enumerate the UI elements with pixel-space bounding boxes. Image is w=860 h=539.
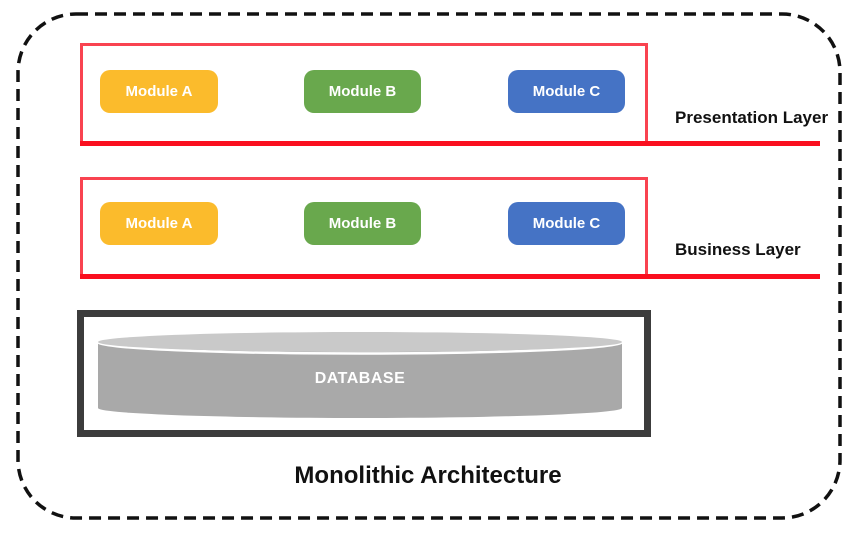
- diagram-title: Monolithic Architecture: [294, 462, 562, 489]
- module-box: Module A: [100, 70, 218, 113]
- module-label: Module C: [532, 83, 601, 100]
- presentation-layer-box: Module A Module B Module C: [80, 43, 648, 145]
- business-layer-underline: [80, 274, 820, 279]
- business-layer-label: Business Layer: [675, 240, 801, 259]
- module-box: Module C: [508, 70, 625, 113]
- module-box: Module B: [304, 202, 421, 245]
- module-label: Module A: [125, 83, 193, 100]
- module-box: Module C: [508, 202, 625, 245]
- presentation-layer-label: Presentation Layer: [675, 108, 829, 127]
- module-label: Module B: [328, 215, 397, 232]
- module-label: Module B: [328, 83, 397, 100]
- module-label: Module A: [125, 215, 193, 232]
- dashed-boundary-rect: [16, 12, 842, 520]
- business-layer-box: Module A Module B Module C: [80, 177, 648, 278]
- cylinder-lid: [98, 332, 622, 352]
- cylinder-body: [98, 342, 622, 418]
- cylinder-highlight: [96, 341, 624, 355]
- module-box: Module B: [304, 70, 421, 113]
- database-cylinder-icon: [96, 332, 624, 418]
- database-label: DATABASE: [314, 370, 406, 387]
- presentation-layer-underline: [80, 141, 820, 146]
- module-box: Module A: [100, 202, 218, 245]
- module-label: Module C: [532, 215, 601, 232]
